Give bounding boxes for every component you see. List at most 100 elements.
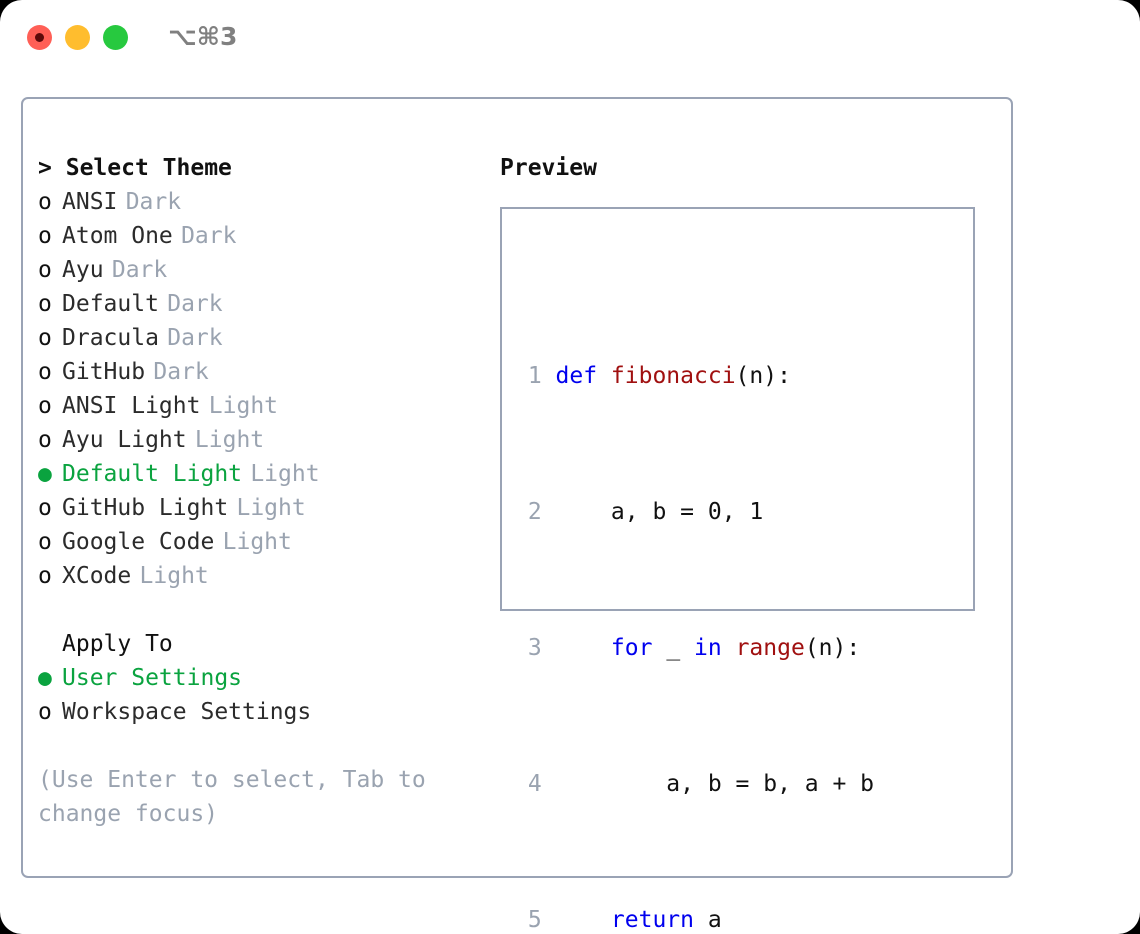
- theme-option-label: ANSI: [62, 189, 118, 215]
- line-number: 2: [527, 499, 542, 525]
- theme-option-xcode[interactable]: o XCode Light: [38, 559, 478, 593]
- preview-heading: Preview: [500, 155, 597, 181]
- theme-option-label: XCode: [62, 563, 132, 589]
- code-token-function: range: [735, 635, 805, 661]
- theme-option-label: GitHub: [62, 359, 146, 385]
- apply-to-option-label: User Settings: [62, 665, 243, 691]
- theme-option-label: ANSI Light: [62, 393, 201, 419]
- code-content: return a: [542, 903, 722, 934]
- maximize-button[interactable]: [103, 25, 128, 50]
- radio-unselected-icon: o: [38, 495, 52, 521]
- theme-option-dracula-dark[interactable]: o Dracula Dark: [38, 321, 478, 355]
- code-token-plain: (n):: [735, 363, 791, 389]
- code-token-plain: a: [694, 907, 722, 933]
- radio-unselected-icon: o: [38, 291, 52, 317]
- apply-to-heading: Apply To: [62, 631, 173, 657]
- code-token-keyword: in: [694, 635, 722, 661]
- radio-unselected-icon: o: [38, 529, 52, 555]
- title-bar: ⌥⌘3: [0, 0, 1140, 82]
- code-token-function: fibonacci: [610, 363, 736, 389]
- theme-option-tag: Dark: [181, 223, 237, 249]
- radio-unselected-icon: o: [38, 189, 52, 215]
- theme-option-label: Default Light: [62, 461, 243, 487]
- theme-option-label: Default: [62, 291, 159, 317]
- section-spacer: [38, 593, 478, 627]
- close-button[interactable]: [27, 25, 52, 50]
- code-token-plain: a, b = 0, 1: [555, 499, 764, 525]
- theme-option-tag: Dark: [167, 291, 223, 317]
- theme-option-ansi-dark[interactable]: o ANSI Dark: [38, 185, 478, 219]
- radio-unselected-icon: o: [38, 393, 52, 419]
- code-token-plain: (n):: [804, 635, 861, 661]
- radio-selected-icon: ●: [38, 665, 52, 691]
- theme-option-default-dark[interactable]: o Default Dark: [38, 287, 478, 321]
- traffic-light-buttons: [27, 25, 128, 50]
- code-token-keyword: for: [610, 635, 653, 661]
- apply-to-option-workspace-settings[interactable]: o Workspace Settings: [38, 695, 478, 729]
- code-line: 4 a, b = b, a + b: [514, 767, 902, 801]
- line-number: 3: [527, 635, 542, 661]
- theme-option-tag: Dark: [167, 325, 223, 351]
- theme-option-default-light[interactable]: ● Default Light Light: [38, 457, 478, 491]
- select-theme-heading-label: Select Theme: [65, 155, 232, 181]
- code-line: 3 for _ in range(n):: [514, 631, 902, 665]
- radio-unselected-icon: o: [38, 359, 52, 385]
- code-content: def fibonacci(n):: [542, 359, 791, 393]
- theme-option-ansi-light[interactable]: o ANSI Light Light: [38, 389, 478, 423]
- theme-option-tag: Light: [236, 495, 306, 521]
- theme-option-label: Atom One: [62, 223, 173, 249]
- theme-option-tag: Dark: [111, 257, 168, 283]
- radio-unselected-icon: o: [38, 699, 52, 725]
- code-line: 2 a, b = 0, 1: [514, 495, 902, 529]
- minimize-button[interactable]: [65, 25, 90, 50]
- theme-option-tag: Light: [208, 393, 279, 419]
- prompt-marker-icon: >: [38, 155, 52, 181]
- theme-option-label: GitHub Light: [62, 495, 229, 521]
- theme-option-github-light[interactable]: o GitHub Light Light: [38, 491, 478, 525]
- line-number: 5: [527, 907, 542, 933]
- code-content: a, b = b, a + b: [542, 767, 874, 801]
- line-number: 4: [527, 771, 542, 797]
- theme-option-label: Ayu Light: [62, 427, 187, 453]
- theme-option-atom-one-dark[interactable]: o Atom One Dark: [38, 219, 478, 253]
- radio-unselected-icon: o: [38, 325, 52, 351]
- theme-option-label: Dracula: [62, 325, 159, 351]
- theme-option-github-dark[interactable]: o GitHub Dark: [38, 355, 478, 389]
- keyboard-shortcut-label: ⌥⌘3: [168, 22, 238, 51]
- theme-option-tag: Light: [250, 461, 320, 487]
- code-token-plain: [556, 907, 611, 933]
- select-theme-heading: > Select Theme: [38, 151, 478, 185]
- radio-selected-icon: ●: [38, 461, 52, 487]
- keyboard-hint-text: (Use Enter to select, Tab to change focu…: [38, 767, 440, 827]
- theme-option-tag: Dark: [125, 189, 182, 215]
- code-token-plain: [722, 635, 736, 661]
- theme-option-tag: Dark: [153, 359, 209, 385]
- code-token-plain: [556, 635, 611, 661]
- radio-unselected-icon: o: [38, 257, 52, 283]
- radio-unselected-icon: o: [38, 563, 52, 589]
- theme-option-label: Google Code: [62, 529, 215, 555]
- apply-to-option-label: Workspace Settings: [62, 699, 312, 725]
- apply-to-option-user-settings[interactable]: ● User Settings: [38, 661, 478, 695]
- code-token-plain: a, b = b, a + b: [555, 771, 875, 797]
- code-content: for _ in range(n):: [542, 631, 861, 665]
- radio-unselected-icon: o: [38, 427, 52, 453]
- line-number: 1: [527, 363, 542, 389]
- code-line: 5 return a: [514, 903, 902, 934]
- code-token-plain: _: [652, 635, 695, 661]
- theme-option-tag: Light: [194, 427, 265, 453]
- theme-option-tag: Light: [139, 563, 209, 589]
- radio-unselected-icon: o: [38, 223, 52, 249]
- theme-option-ayu-light[interactable]: o Ayu Light Light: [38, 423, 478, 457]
- code-token-keyword: def: [555, 363, 611, 389]
- code-token-keyword: return: [610, 907, 695, 933]
